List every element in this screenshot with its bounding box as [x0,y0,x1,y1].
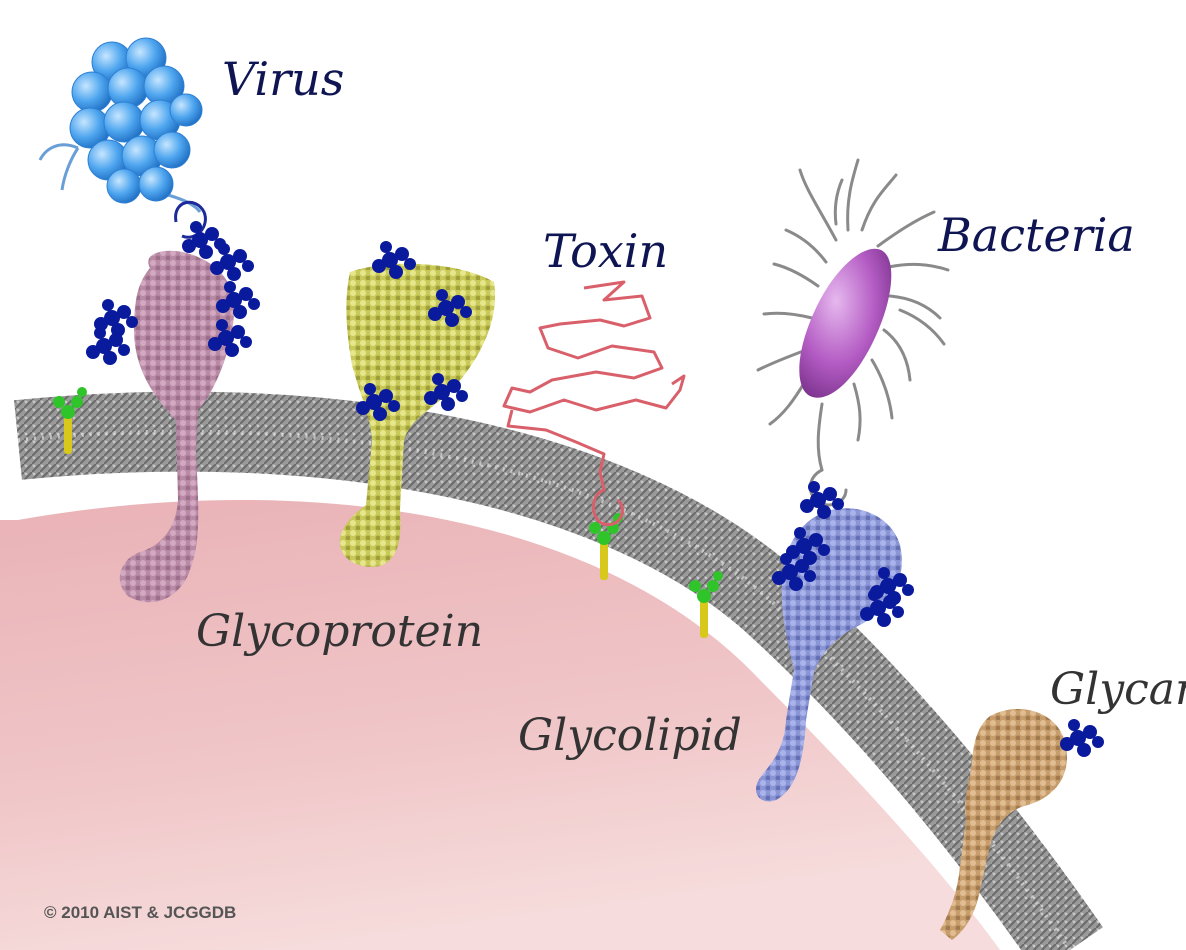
glycoprotein-label: Glycoprotein [196,606,483,657]
bacteria [758,160,948,505]
bacteria-label: Bacteria [938,208,1135,262]
copyright-notice: © 2010 AIST & JCGGDB [44,903,236,923]
glycolipid-label: Glycolipid [518,710,742,761]
virus-label: Virus [222,52,344,106]
toxin-label: Toxin [543,224,668,278]
glycan-label: Glycan [1050,664,1186,715]
virus-particle [40,38,202,212]
